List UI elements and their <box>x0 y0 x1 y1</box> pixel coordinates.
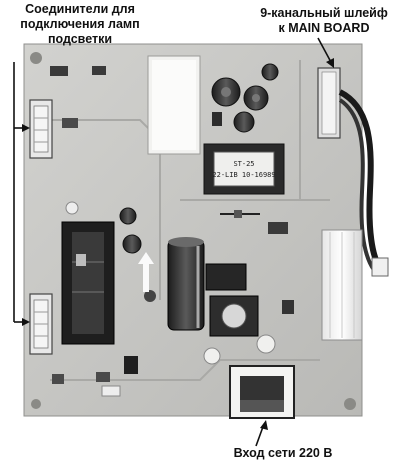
inverter-transformer <box>61 221 115 345</box>
annotation-arrows <box>13 37 334 447</box>
lamp-connectors-caption-line-2: подключения ламп <box>20 17 140 31</box>
lamp-connectors-caption-line-1: Соединители для <box>25 2 135 16</box>
heatsink <box>321 229 363 341</box>
lamp-connector-top <box>29 99 53 159</box>
mains-input-caption: Вход сети 220 В <box>233 446 333 460</box>
transformer-label: ST-25 <box>233 160 254 168</box>
main-board-cable-caption-line-2: к MAIN BOARD <box>278 21 370 35</box>
capacitors-top <box>211 63 279 133</box>
ribbon-connector <box>317 67 389 277</box>
lamp-connectors-caption-line-3: подсветки <box>47 32 113 46</box>
capacitors-inverter <box>65 201 156 302</box>
main-board-cable-caption-line-1: 9-канальный шлейф <box>260 6 388 20</box>
output-components <box>203 210 294 365</box>
pcb-arrow-marking <box>138 252 154 292</box>
lamp-connector-bottom <box>29 293 53 355</box>
white-block-component <box>147 55 201 155</box>
transformer-st25: ST-25 22-LIB 10-16989 <box>203 143 285 195</box>
mains-input-connector <box>229 365 295 419</box>
small-ic <box>101 356 138 397</box>
transformer-code: 22-LIB 10-16989 <box>212 171 275 179</box>
main-capacitor <box>167 237 205 331</box>
jumper-components <box>50 66 110 384</box>
